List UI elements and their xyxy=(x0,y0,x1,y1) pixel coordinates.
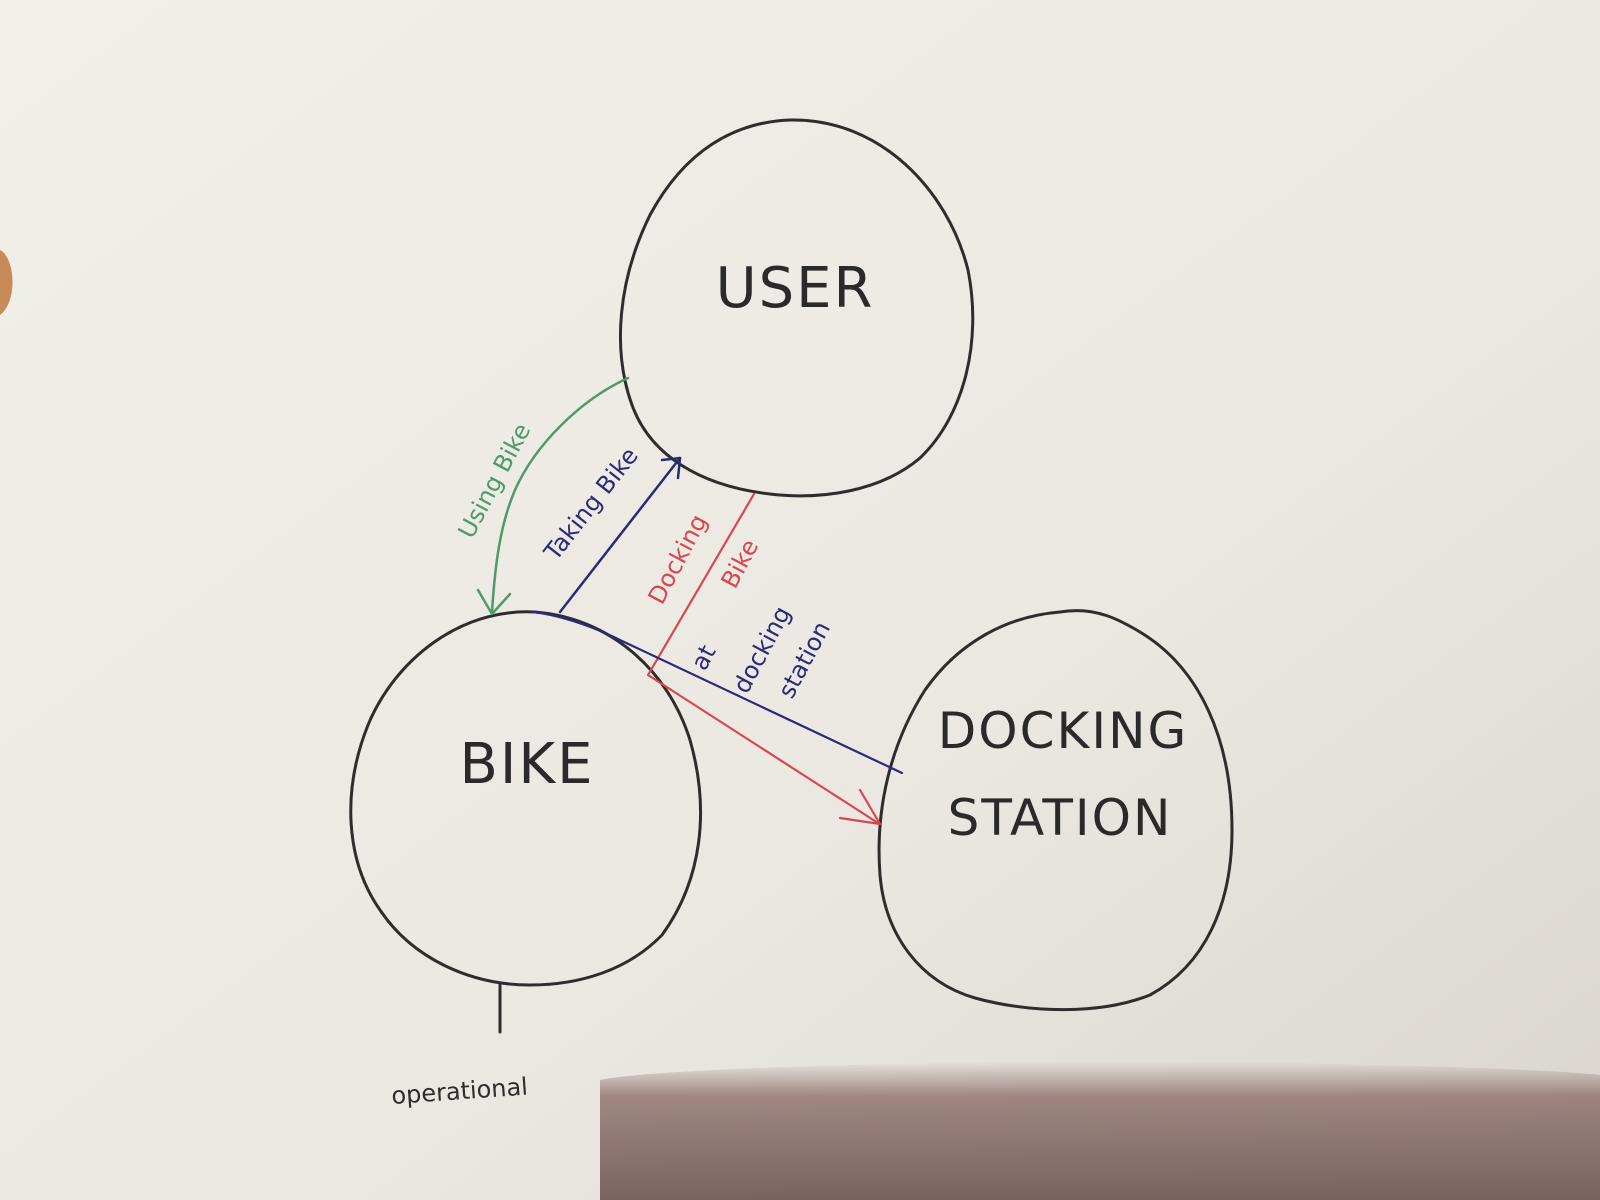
using-bike-arrowhead xyxy=(476,588,512,616)
docking-station-label-line2: STATION xyxy=(948,789,1173,847)
docking-station-label-line1: DOCKING xyxy=(938,702,1188,760)
bike-node-label: BIKE xyxy=(459,732,594,797)
user-node: USER xyxy=(618,118,975,498)
taking-bike-arrowhead xyxy=(660,456,682,480)
docking-bike-line xyxy=(646,492,880,825)
finger-edge xyxy=(0,250,13,315)
bike-node: BIKE xyxy=(349,610,703,1034)
bike-node-outline xyxy=(349,610,703,987)
at-docking-station-line xyxy=(530,610,904,775)
user-node-outline xyxy=(618,118,975,498)
using-bike-arrow xyxy=(490,376,630,614)
photo-shadow xyxy=(600,1061,1600,1200)
taking-bike-arrow xyxy=(558,456,682,614)
docking-bike-arrowhead xyxy=(838,788,882,826)
docking-station-node-outline xyxy=(877,609,1234,1012)
user-node-label: USER xyxy=(716,256,875,321)
docking-station-node: DOCKING STATION xyxy=(877,609,1234,1012)
